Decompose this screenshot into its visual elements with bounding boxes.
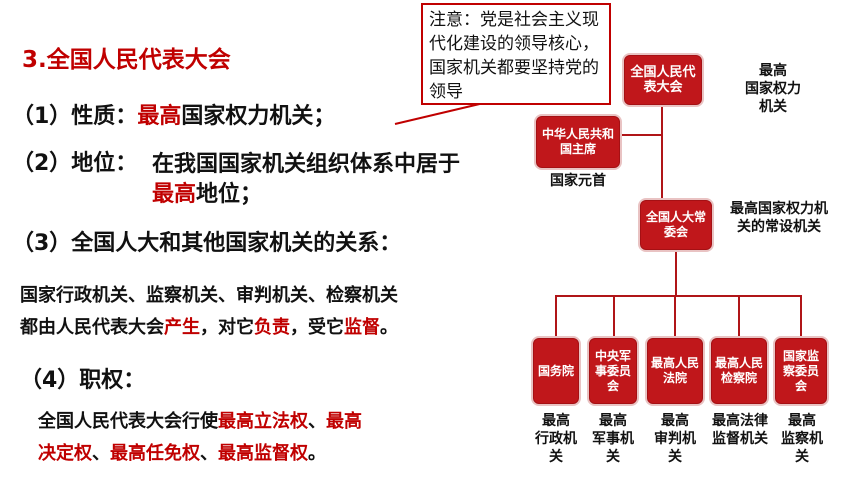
- relation-text-3: ，受它: [290, 317, 344, 338]
- supervisory-commission-caption: 最高 监察机 关: [781, 413, 823, 465]
- supervisory-commission-box: 国家监察委员会: [775, 338, 827, 404]
- relation-text-4: 。: [380, 317, 398, 338]
- connector-bottom-2: [613, 295, 615, 338]
- connector-bottom-3: [674, 295, 676, 338]
- nature-highlight: 最高: [137, 104, 182, 129]
- powers-line2: 决定权、最高任免权、最高监督权。: [38, 438, 362, 470]
- party-leadership-note: 注意：党是社会主义现代化建设的领导核心，国家机关都要坚持党的领导: [421, 3, 611, 105]
- standing-committee-box: 全国人大常委会: [640, 200, 712, 250]
- standing-committee-caption: 最高国家权力机关的常设机关: [730, 201, 828, 235]
- powers-highlight-appointment: 最高任免权: [110, 443, 200, 464]
- powers-text-3: 、: [92, 443, 110, 464]
- section-title: 3.全国人民代表大会: [22, 47, 231, 73]
- nature-line: （1）性质：最高国家权力机关；: [12, 98, 335, 130]
- nature-suffix: 国家权力机关；: [181, 104, 336, 129]
- connector-president: [620, 134, 662, 136]
- npc-box: 全国人民代表大会: [624, 55, 702, 105]
- connector-bottom-1: [555, 295, 557, 338]
- relation-line2: 都由人民代表大会产生，对它负责，受它监督。: [20, 312, 398, 344]
- nature-prefix: （1）性质：: [12, 104, 138, 129]
- supreme-court-caption: 最高 审判机 关: [654, 413, 696, 465]
- connector-npc-trunk: [661, 105, 663, 200]
- powers-heading: （4）职权：: [20, 368, 146, 393]
- status-prefix: （2）地位：: [12, 151, 138, 176]
- supervisory-commission-label: 国家监察委员会: [782, 348, 819, 393]
- powers-highlight-supervision: 最高监督权: [218, 443, 308, 464]
- powers-text-2: 、: [308, 411, 326, 432]
- powers-highlight-supreme: 最高: [326, 411, 362, 432]
- president-label: 中华人民共和国主席: [541, 127, 614, 156]
- connector-bottom-bar: [555, 295, 800, 297]
- military-commission-caption: 最高 军事机 关: [592, 413, 634, 465]
- powers-text-1: 全国人民代表大会行使: [38, 411, 218, 432]
- relation-highlight-produce: 产生: [164, 317, 200, 338]
- state-council-box: 国务院: [533, 338, 579, 404]
- relation-body: 国家行政机关、监察机关、审判机关、检察机关 都由人民代表大会产生，对它负责，受它…: [20, 280, 398, 344]
- powers-body: 全国人民代表大会行使最高立法权、最高 决定权、最高任免权、最高监督权。: [38, 406, 362, 470]
- powers-text-5: 。: [308, 443, 326, 464]
- procuratorate-caption: 最高法律 监督机关: [712, 413, 768, 447]
- relation-text-1: 都由人民代表大会: [20, 317, 164, 338]
- powers-line1: 全国人民代表大会行使最高立法权、最高: [38, 406, 362, 438]
- supreme-court-box: 最高人民法院: [647, 338, 703, 404]
- supreme-court-label: 最高人民法院: [650, 356, 699, 385]
- powers-highlight-decision: 决定权: [38, 443, 92, 464]
- president-caption: 国家元首: [550, 173, 606, 189]
- state-council-label: 国务院: [537, 363, 574, 378]
- npc-caption: 最高 国家权力 机关: [745, 63, 801, 115]
- status-line1: 在我国国家机关组织体系中居于: [152, 152, 461, 177]
- status-text: 在我国国家机关组织体系中居于 最高地位；: [152, 150, 460, 210]
- connector-bottom-5: [800, 295, 802, 338]
- military-commission-label: 中央军事委员会: [594, 348, 631, 393]
- president-box: 中华人民共和国主席: [536, 116, 620, 168]
- npc-label: 全国人民代表大会: [630, 65, 696, 95]
- procuratorate-box: 最高人民检察院: [711, 338, 767, 404]
- connector-bottom-4: [738, 295, 740, 338]
- state-council-caption: 最高 行政机 关: [535, 413, 577, 465]
- status-highlight: 最高: [152, 182, 197, 207]
- procuratorate-label: 最高人民检察院: [714, 356, 763, 385]
- military-commission-box: 中央军事委员会: [589, 338, 637, 404]
- relation-highlight-responsible: 负责: [254, 317, 290, 338]
- relation-highlight-supervise: 监督: [344, 317, 380, 338]
- relation-heading: （3）全国人大和其他国家机关的关系：: [12, 231, 402, 256]
- powers-highlight-legislative: 最高立法权: [218, 411, 308, 432]
- connector-standing-down: [675, 250, 677, 296]
- relation-text-2: ，对它: [200, 317, 254, 338]
- status-suffix: 地位；: [196, 182, 263, 207]
- powers-text-4: 、: [200, 443, 218, 464]
- standing-committee-label: 全国人大常委会: [645, 210, 706, 239]
- relation-line1: 国家行政机关、监察机关、审判机关、检察机关: [20, 285, 398, 306]
